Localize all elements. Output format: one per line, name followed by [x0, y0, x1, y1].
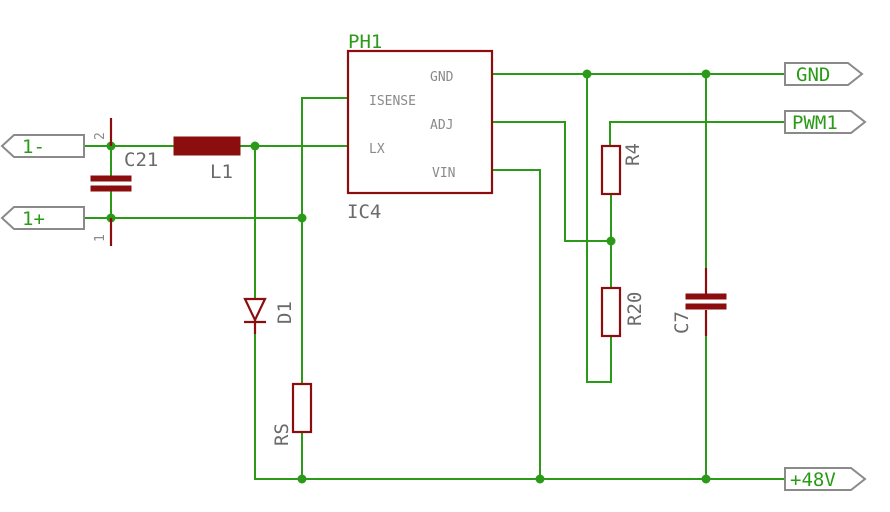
port-48v-label: +48V	[790, 469, 836, 491]
c21-plate-bottom	[90, 185, 132, 192]
c21-plate-top	[90, 175, 132, 182]
rs-body	[291, 382, 313, 434]
junction	[606, 236, 616, 246]
port-gnd-label: GND	[796, 64, 830, 86]
c21-name: C21	[124, 149, 158, 171]
port-1-plus: 1+	[0, 206, 85, 230]
junction	[535, 474, 545, 484]
ic4-pin-vin: VIN	[432, 166, 455, 181]
port-pwm1-label: PWM1	[792, 112, 838, 134]
ic4-body	[346, 49, 494, 195]
d1-name: D1	[274, 301, 296, 324]
c21-pin-2: 2	[93, 132, 108, 140]
rs: RS	[271, 382, 313, 446]
c7-plate-top	[685, 293, 727, 300]
d1-triangle	[243, 297, 267, 323]
c7-plate-bottom	[685, 303, 727, 310]
r4: R4	[600, 143, 644, 196]
r20-name: R20	[624, 292, 646, 326]
junction	[582, 69, 592, 79]
r20: R20	[600, 286, 646, 338]
c7: C7	[671, 268, 727, 336]
junction	[297, 474, 307, 484]
port-1-minus-shape	[0, 134, 85, 158]
r4-name: R4	[622, 143, 644, 166]
d1: D1	[243, 297, 296, 334]
l1-name: L1	[210, 161, 233, 183]
port-1-plus-shape	[0, 206, 85, 230]
junction	[701, 474, 711, 484]
port-1-minus-label: 1-	[22, 136, 45, 158]
port-1-minus: 1-	[0, 134, 85, 158]
port-pwm1: PWM1	[784, 110, 867, 134]
port-48v: +48V	[784, 467, 867, 491]
r20-body	[600, 286, 622, 338]
r4-body	[600, 144, 622, 196]
wire-vin	[491, 169, 541, 480]
wire-adj	[491, 121, 612, 242]
junction	[297, 213, 307, 223]
ic4-value: PH1	[348, 31, 382, 53]
ic4-pin-gnd: GND	[430, 70, 454, 85]
l1: L1	[173, 136, 241, 183]
port-gnd-shape	[784, 62, 864, 86]
port-gnd: GND	[784, 62, 864, 86]
c21: C21 2 1	[90, 118, 158, 246]
junctions	[106, 69, 711, 484]
l1-body	[173, 136, 241, 156]
port-48v-shape	[784, 467, 867, 491]
ic4-pin-lx: LX	[369, 142, 385, 157]
rs-name: RS	[271, 423, 293, 446]
c7-name: C7	[671, 311, 693, 334]
ic4-name: IC4	[347, 201, 381, 223]
junction	[701, 69, 711, 79]
port-pwm1-shape	[784, 110, 867, 134]
ic4: GND ISENSE ADJ LX VIN PH1 IC4	[346, 31, 494, 223]
ic4-pin-adj: ADJ	[430, 118, 453, 133]
wires	[83, 73, 786, 480]
c21-pin-1: 1	[93, 234, 108, 242]
wire-r20-gnd	[586, 73, 612, 383]
wire-isense	[301, 97, 349, 385]
junction	[250, 141, 260, 151]
ic4-pin-isense: ISENSE	[369, 94, 416, 109]
port-1-plus-label: 1+	[22, 208, 45, 230]
